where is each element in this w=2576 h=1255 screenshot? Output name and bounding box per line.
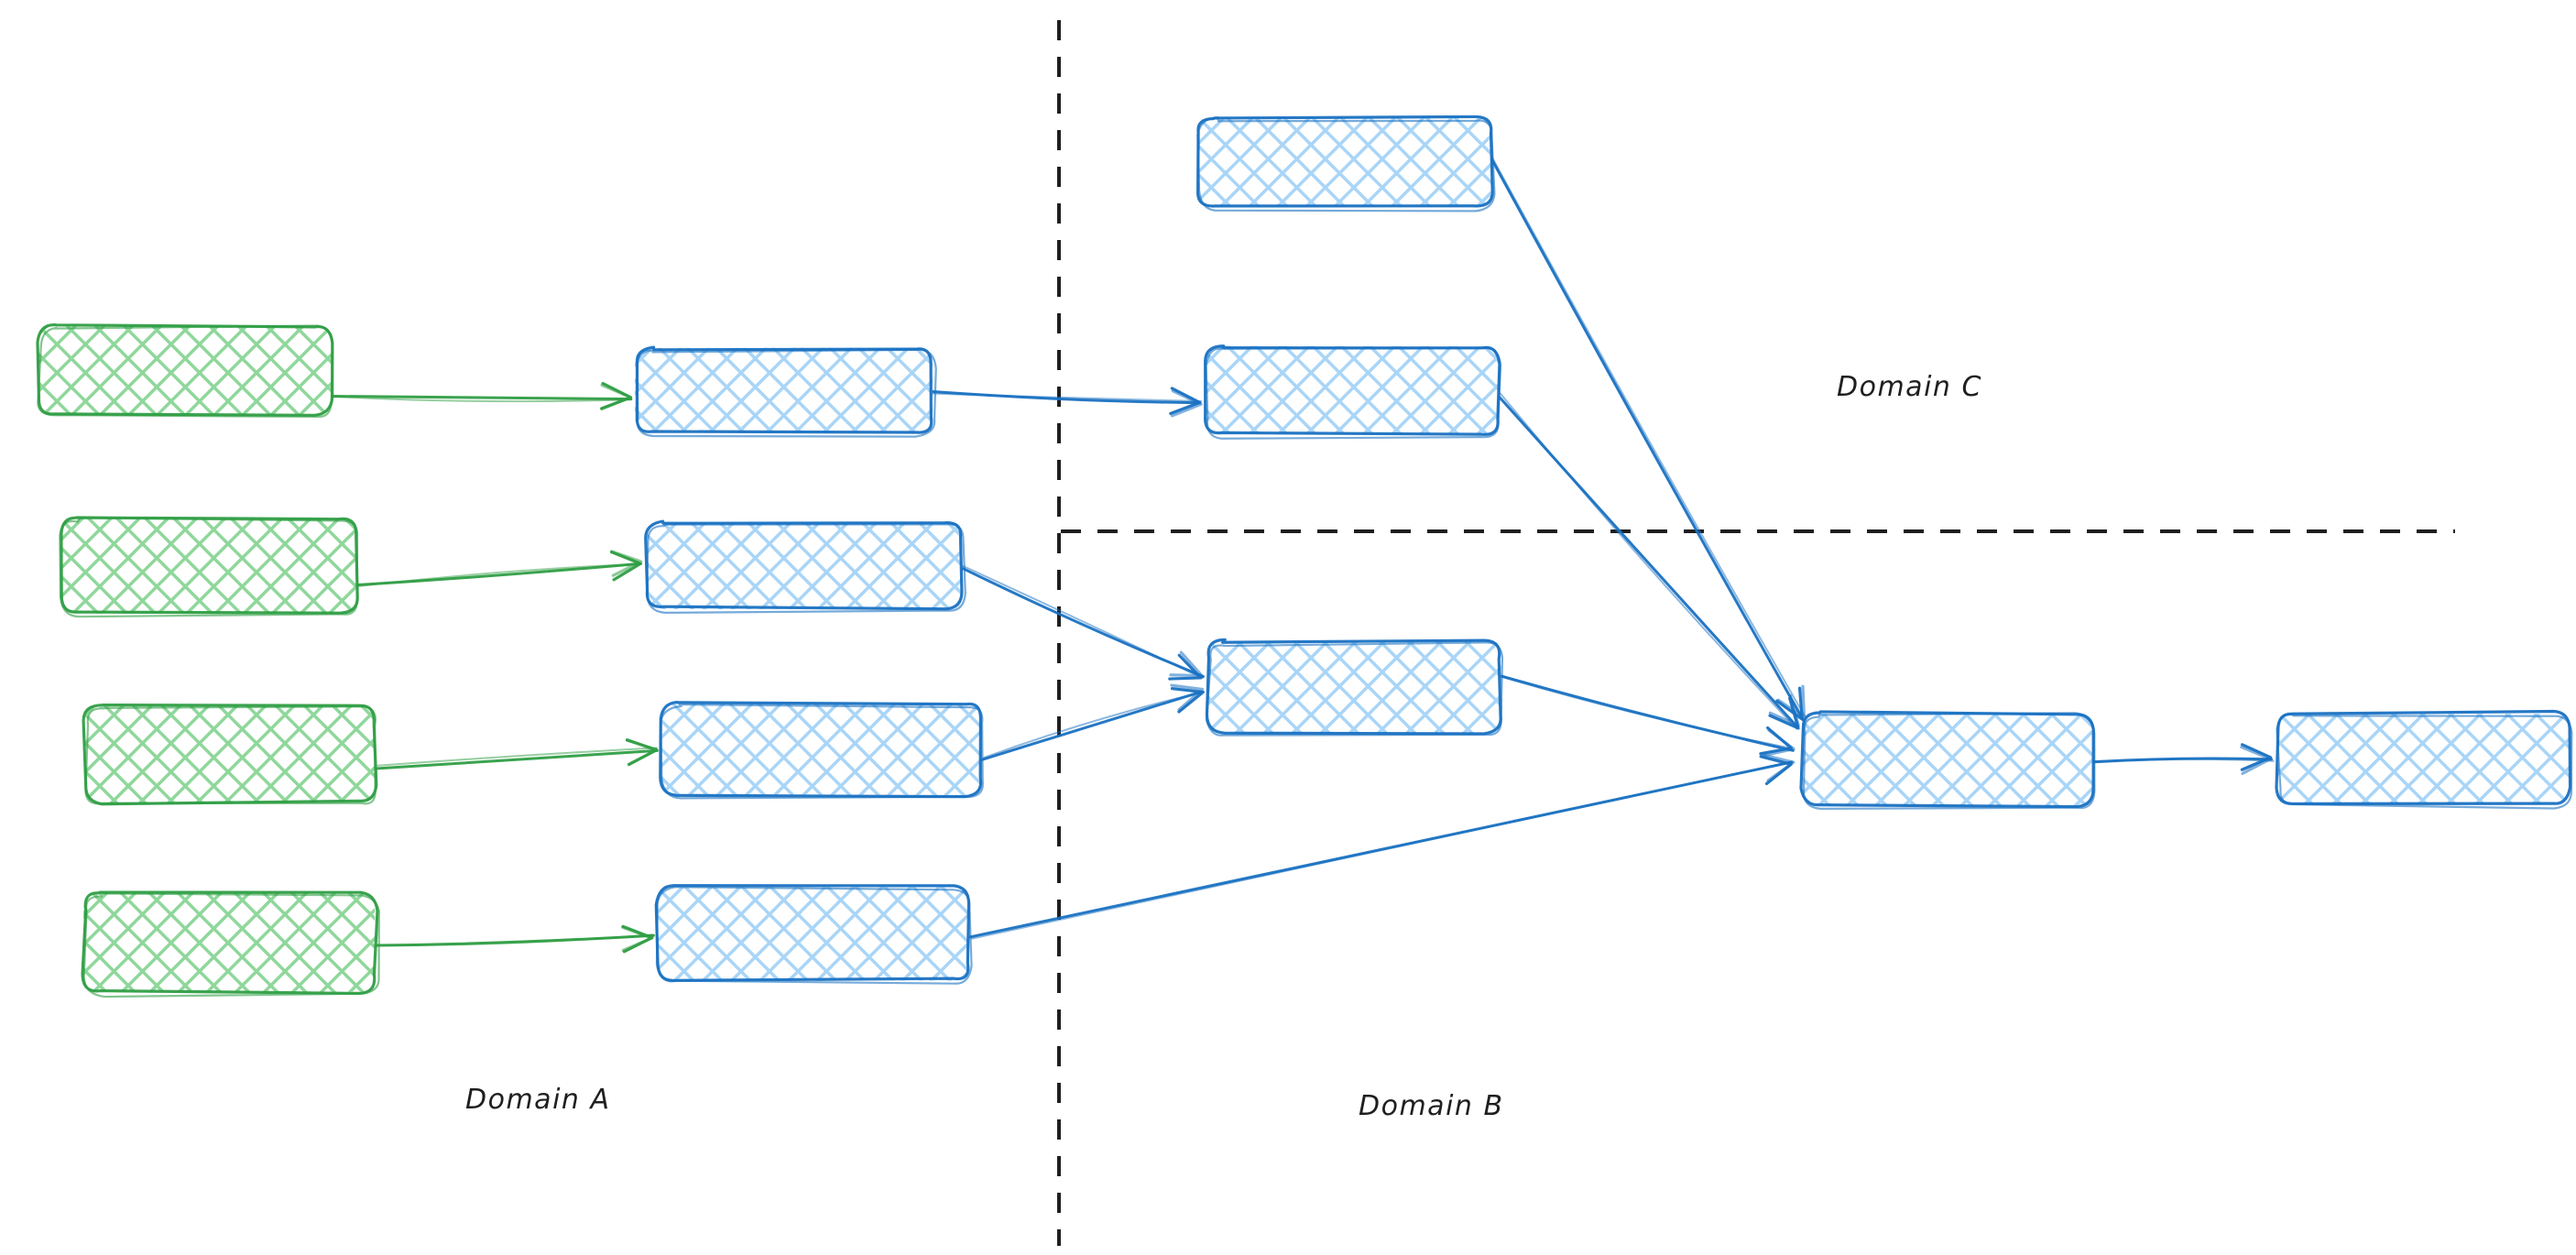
edge-e-d1-d2 — [2090, 743, 2275, 775]
edge-e-c3-d1 — [1498, 674, 1796, 758]
node-a4[interactable] — [81, 890, 380, 999]
edge-e-b1-c2 — [929, 387, 1203, 418]
node-d1[interactable] — [1799, 710, 2096, 810]
edge-e-c1-d1 — [1489, 155, 1806, 722]
edge-e-a2-b2 — [355, 550, 643, 588]
edge-e-b2-c3 — [961, 564, 1205, 681]
node-c3[interactable] — [1205, 638, 1504, 737]
domain-label-c: Domain C — [1837, 371, 1982, 403]
node-c2[interactable] — [1204, 344, 1502, 440]
node-layer — [36, 115, 2573, 999]
domain-label-b: Domain B — [1359, 1090, 1504, 1122]
edge-e-a4-b4 — [373, 924, 655, 954]
edge-e-b4-d1 — [966, 753, 1796, 940]
node-b2[interactable] — [644, 519, 966, 614]
node-b4[interactable] — [654, 884, 973, 985]
node-b3[interactable] — [659, 700, 984, 800]
edge-layer — [328, 155, 2275, 954]
edge-e-c2-d1 — [1497, 392, 1800, 730]
node-b1[interactable] — [634, 345, 937, 438]
node-d2[interactable] — [2275, 709, 2573, 810]
node-a1[interactable] — [36, 322, 334, 419]
edge-e-b3-c3 — [979, 683, 1205, 761]
node-a3[interactable] — [82, 704, 378, 806]
node-c1[interactable] — [1196, 115, 1496, 213]
divider-layer — [1057, 20, 2455, 1246]
domain-label-a: Domain A — [465, 1084, 611, 1116]
edge-e-a1-b1 — [328, 381, 633, 411]
edge-e-a3-b3 — [374, 737, 659, 770]
node-a2[interactable] — [59, 516, 359, 618]
